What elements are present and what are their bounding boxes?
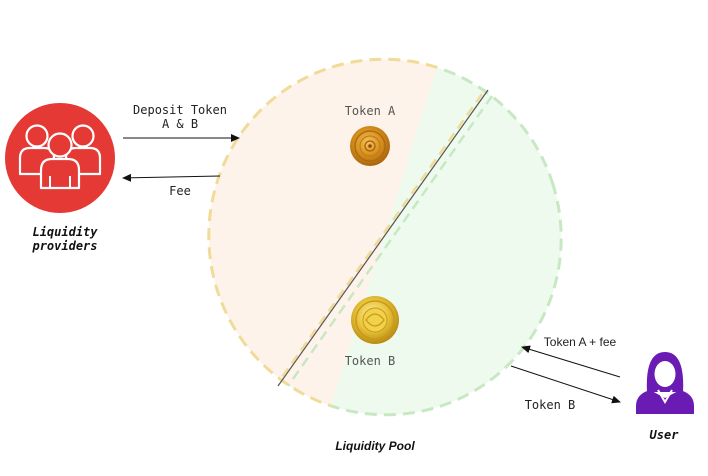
gold-coin-icon [351,296,399,344]
liquidity-pool [207,57,563,417]
swap-in-arrow [521,345,621,378]
pool-divider-dash-b [286,95,494,387]
swap-out-arrow [510,365,621,404]
pool-divider-line [277,89,489,387]
token-a-label: Token A [345,104,396,118]
swap-in-label: Token A + fee [544,335,617,349]
bronze-coin-icon [350,126,390,166]
deposit-label-line2: A & B [162,117,198,131]
pool-divider-dash-a [278,93,484,381]
fee-label: Fee [169,184,191,198]
fee-arrow [122,173,221,182]
providers-label-line1: Liquidity [32,225,98,239]
liquidity-pool-label: Liquidity Pool [335,439,415,453]
deposit-label-line1: Deposit Token [133,103,227,117]
user-label: User [650,428,680,442]
group-of-people-icon [5,103,115,213]
token-b-label: Token B [345,354,396,368]
user-icon [636,352,694,414]
swap-out-label: Token B [525,398,576,412]
providers-label-line2: providers [31,239,97,253]
